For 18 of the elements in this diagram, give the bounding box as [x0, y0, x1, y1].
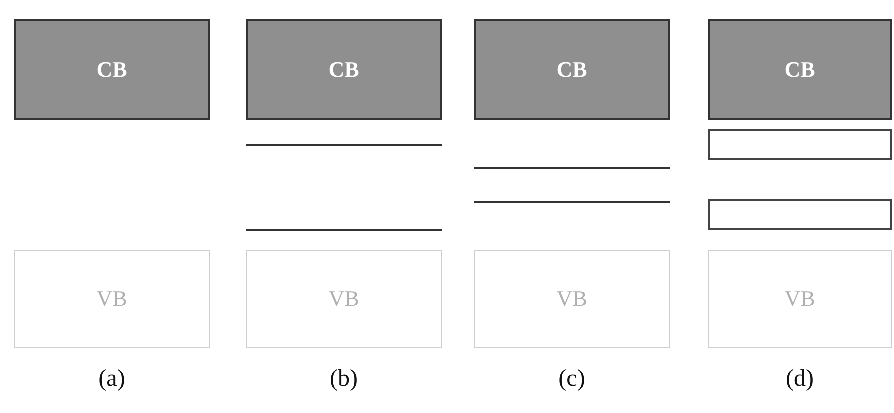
panel-label: (d)	[786, 366, 814, 393]
conduction-band-box: CB	[14, 19, 210, 120]
panel-label: (b)	[330, 366, 358, 393]
valence-band-box: VB	[14, 250, 210, 348]
band-level-box	[708, 129, 892, 160]
band-line	[474, 167, 670, 169]
conduction-band-box: CB	[246, 19, 442, 120]
band-line	[246, 144, 442, 146]
band-line	[474, 201, 670, 203]
panel-label: (c)	[558, 366, 586, 393]
valence-band-box: VB	[708, 250, 892, 348]
conduction-band-box: CB	[474, 19, 670, 120]
valence-band-box: VB	[474, 250, 670, 348]
valence-band-box: VB	[246, 250, 442, 348]
conduction-band-box: CB	[708, 19, 892, 120]
band-level-box	[708, 199, 892, 230]
panel-label: (a)	[98, 366, 126, 393]
band-line	[246, 229, 442, 231]
